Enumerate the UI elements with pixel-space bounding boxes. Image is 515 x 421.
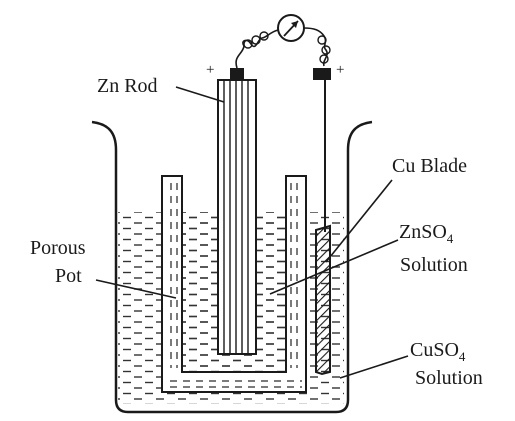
leader-znso4-solution bbox=[269, 239, 399, 295]
label-znso4-solution: ZnSO4 Solution bbox=[399, 221, 468, 276]
leader-cu-blade bbox=[325, 179, 393, 263]
svg-text:Zn Rod: Zn Rod bbox=[97, 75, 158, 97]
beaker bbox=[91, 120, 373, 414]
svg-text:+: + bbox=[206, 62, 214, 78]
leader-porous-pot bbox=[95, 279, 177, 299]
leader-cuso4-solution bbox=[339, 355, 409, 379]
label-porous-pot: Porous Pot bbox=[30, 237, 86, 287]
label-cu-blade: Cu Blade bbox=[392, 155, 467, 177]
connecting-wire-left bbox=[235, 29, 279, 69]
svg-text:ZnSO4: ZnSO4 bbox=[399, 221, 454, 246]
label-cuso4-solution: CuSO4 Solution bbox=[410, 339, 483, 389]
terminal-plus-left: + bbox=[206, 62, 214, 78]
connecting-wire-right bbox=[303, 27, 331, 67]
porous-pot bbox=[161, 175, 307, 393]
zn-rod bbox=[217, 68, 257, 355]
svg-text:CuSO4: CuSO4 bbox=[410, 339, 466, 364]
label-zn-rod: Zn Rod bbox=[97, 75, 158, 97]
svg-text:Cu Blade: Cu Blade bbox=[392, 155, 467, 177]
svg-text:Pot: Pot bbox=[55, 265, 82, 287]
svg-text:Porous: Porous bbox=[30, 237, 86, 259]
svg-text:Solution: Solution bbox=[400, 254, 468, 276]
leader-zn-rod bbox=[175, 86, 225, 103]
galvanometer-icon bbox=[277, 14, 305, 42]
terminal-plus-right: + bbox=[336, 62, 344, 78]
svg-text:Solution: Solution bbox=[415, 367, 483, 389]
cu-blade bbox=[313, 68, 331, 376]
svg-text:+: + bbox=[336, 62, 344, 78]
